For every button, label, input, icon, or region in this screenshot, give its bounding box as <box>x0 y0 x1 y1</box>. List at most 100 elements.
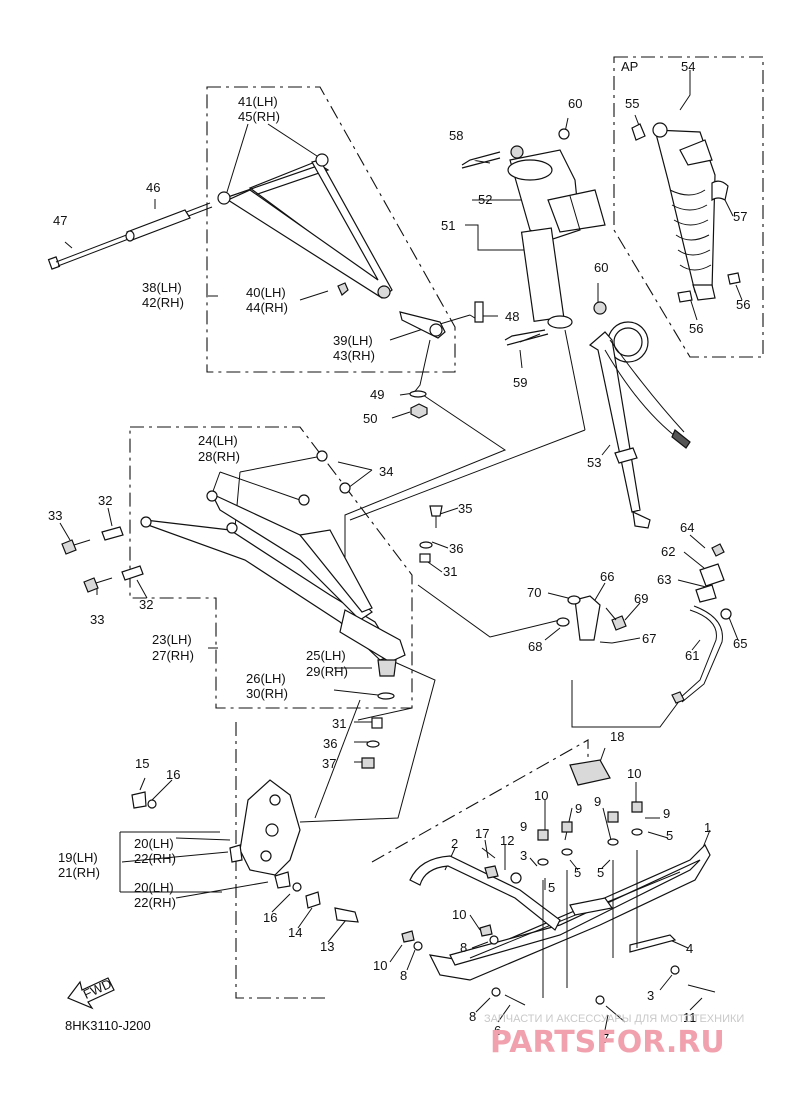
part-label-33b: 33 <box>90 612 104 627</box>
part-label-53: 53 <box>587 455 601 470</box>
ski-studs <box>401 801 716 1023</box>
part-label-6: 6 <box>494 1023 501 1038</box>
part-label-31a: 31 <box>443 564 457 579</box>
part-label-63: 63 <box>657 572 671 587</box>
part-label-10c: 10 <box>452 907 466 922</box>
part-label-9b: 9 <box>575 801 582 816</box>
part-label-21rh: 21(RH) <box>58 865 100 880</box>
part-label-42rh: 42(RH) <box>142 295 184 310</box>
part-label-20lh-a: 20(LH) <box>134 836 174 851</box>
part-label-62: 62 <box>661 544 675 559</box>
part-label-1: 1 <box>704 820 711 835</box>
part-label-5d: 5 <box>666 828 673 843</box>
part-label-44rh: 44(RH) <box>246 300 288 315</box>
part-label-60a: 60 <box>568 96 582 111</box>
part-label-10a: 10 <box>627 766 641 781</box>
shock-absorber <box>461 128 691 529</box>
part-label-57: 57 <box>733 209 747 224</box>
part-label-10b: 10 <box>534 788 548 803</box>
ap-shock <box>631 122 741 303</box>
part-label-48: 48 <box>505 309 519 324</box>
part-label-36a: 36 <box>449 541 463 556</box>
part-label-39lh: 39(LH) <box>333 333 373 348</box>
part-label-38lh: 38(LH) <box>142 280 182 295</box>
part-label-8a: 8 <box>460 940 467 955</box>
part-label-70: 70 <box>527 585 541 600</box>
part-label-32b: 32 <box>139 597 153 612</box>
upper-a-arm <box>47 153 446 419</box>
ski <box>401 759 716 1023</box>
part-label-52: 52 <box>478 192 492 207</box>
part-label-15: 15 <box>135 756 149 771</box>
part-label-5a: 5 <box>548 880 555 895</box>
part-label-7: 7 <box>602 1031 609 1046</box>
part-label-18: 18 <box>610 729 624 744</box>
part-label-14: 14 <box>288 925 302 940</box>
part-label-55: 55 <box>625 96 639 111</box>
part-label-47: 47 <box>53 213 67 228</box>
part-label-30rh: 30(RH) <box>246 686 288 701</box>
part-label-31b: 31 <box>332 716 346 731</box>
steering-link <box>556 543 732 704</box>
part-label-46: 46 <box>146 180 160 195</box>
part-label-16a: 16 <box>166 767 180 782</box>
part-label-56b: 56 <box>689 321 703 336</box>
part-label-22rh-b: 22(RH) <box>134 895 176 910</box>
part-label-49: 49 <box>370 387 384 402</box>
part-label-11: 11 <box>683 1010 697 1025</box>
ap-label: AP <box>621 59 638 74</box>
diagram-code: 8HK3110-J200 <box>65 1018 151 1033</box>
watermark-text: ЗАПЧАСТИ И АКСЕССУАРЫ ДЛЯ МОТОТЕХНИКИ <box>484 1013 744 1025</box>
part-label-68: 68 <box>528 639 542 654</box>
part-label-50: 50 <box>363 411 377 426</box>
part-label-3a: 3 <box>520 848 527 863</box>
part-label-8b: 8 <box>400 968 407 983</box>
part-label-36b: 36 <box>323 736 337 751</box>
part-label-9a: 9 <box>520 819 527 834</box>
part-label-65: 65 <box>733 636 747 651</box>
part-label-27rh: 27(RH) <box>152 648 194 663</box>
part-label-13: 13 <box>320 939 334 954</box>
part-label-43rh: 43(RH) <box>333 348 375 363</box>
part-label-25lh: 25(LH) <box>306 648 346 663</box>
part-label-51: 51 <box>441 218 455 233</box>
part-label-24lh: 24(LH) <box>198 433 238 448</box>
part-label-16b: 16 <box>263 910 277 925</box>
part-label-4: 4 <box>686 941 693 956</box>
watermark-brand: PARTSFOR.RU <box>490 1025 725 1060</box>
part-label-60b: 60 <box>594 260 608 275</box>
part-label-5b: 5 <box>574 865 581 880</box>
part-label-12: 12 <box>500 833 514 848</box>
part-label-64: 64 <box>680 520 694 535</box>
part-label-61: 61 <box>685 648 699 663</box>
part-labels: AP 41(LH) 45(RH) 46 47 38(LH) 42(RH) 40(… <box>48 59 750 1046</box>
watermark: ЗАПЧАСТИ И АКСЕССУАРЫ ДЛЯ МОТОТЕХНИКИ PA… <box>484 1013 744 1060</box>
part-label-40lh: 40(LH) <box>246 285 286 300</box>
part-label-20lh-b: 20(LH) <box>134 880 174 895</box>
fwd-arrow: FWD <box>67 976 115 1010</box>
lower-a-arm <box>61 450 443 769</box>
spindle-bracket <box>131 779 359 923</box>
part-label-33a: 33 <box>48 508 62 523</box>
part-label-23lh: 23(LH) <box>152 632 192 647</box>
leader-lines <box>59 70 743 1031</box>
part-label-69: 69 <box>634 591 648 606</box>
part-label-3b: 3 <box>647 988 654 1003</box>
part-label-22rh-a: 22(RH) <box>134 851 176 866</box>
part-label-10d: 10 <box>373 958 387 973</box>
part-label-56a: 56 <box>736 297 750 312</box>
part-label-29rh: 29(RH) <box>306 664 348 679</box>
part-label-17: 17 <box>475 826 489 841</box>
part-label-9d: 9 <box>663 806 670 821</box>
part-label-45rh: 45(RH) <box>238 109 280 124</box>
part-label-19lh: 19(LH) <box>58 850 98 865</box>
part-label-37: 37 <box>322 756 336 771</box>
part-label-26lh: 26(LH) <box>246 671 286 686</box>
part-label-34: 34 <box>379 464 393 479</box>
part-label-67: 67 <box>642 631 656 646</box>
part-label-35: 35 <box>458 501 472 516</box>
part-label-32a: 32 <box>98 493 112 508</box>
part-label-66: 66 <box>600 569 614 584</box>
part-label-28rh: 28(RH) <box>198 449 240 464</box>
